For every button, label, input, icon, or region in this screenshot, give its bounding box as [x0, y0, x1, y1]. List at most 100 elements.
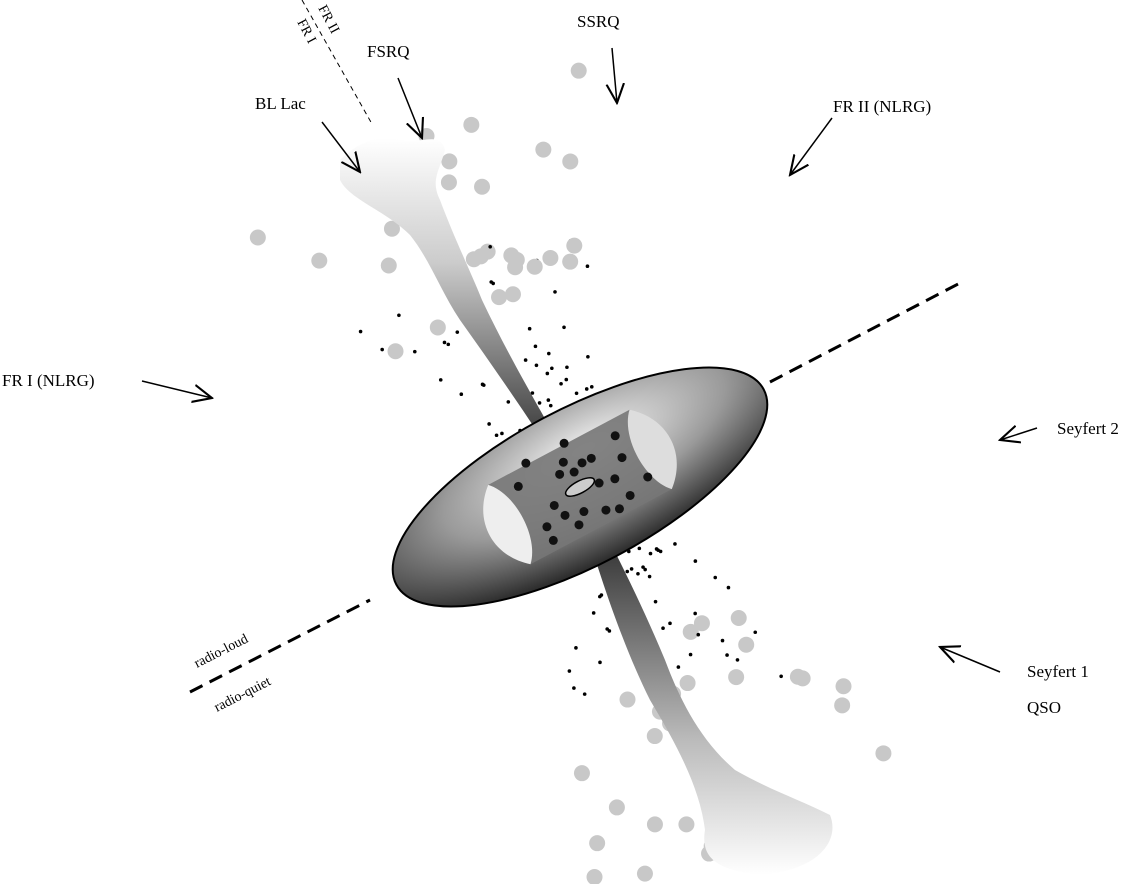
cloud-dot: [455, 330, 460, 334]
radio-divider-line-upper: [769, 281, 961, 384]
narrow-line-cloud: [542, 249, 559, 266]
cloud-dot: [459, 392, 464, 397]
label-fr2: FR II: [314, 3, 341, 37]
narrow-line-cloud: [440, 174, 457, 191]
cloud-dot: [643, 567, 647, 572]
broad-line-cloud: [555, 469, 565, 479]
narrow-line-cloud: [682, 623, 699, 640]
broad-line-cloud: [610, 431, 620, 441]
narrow-line-cloud: [387, 343, 404, 360]
narrow-line-cloud: [646, 816, 663, 833]
cloud-dot: [442, 340, 447, 345]
cloud-dot: [629, 567, 634, 571]
narrow-line-cloud: [835, 678, 852, 695]
narrow-line-cloud: [730, 609, 747, 626]
cloud-dot: [725, 653, 729, 657]
label-bl-lac: BL Lac: [255, 94, 306, 113]
broad-line-cloud: [574, 520, 584, 530]
narrow-line-cloud: [465, 251, 482, 268]
narrow-line-cloud: [728, 669, 745, 686]
cloud-dot: [599, 593, 604, 597]
cloud-dot: [488, 244, 492, 249]
narrow-line-cloud: [875, 745, 892, 762]
jet-top: [340, 138, 582, 492]
cloud-dot: [546, 398, 551, 402]
narrow-line-cloud: [383, 220, 400, 237]
broad-line-cloud: [569, 467, 579, 477]
cloud-dot: [533, 344, 538, 349]
narrow-line-cloud: [566, 237, 583, 254]
cloud-dot: [582, 692, 587, 696]
narrow-line-cloud: [429, 319, 446, 336]
cloud-dot: [412, 349, 417, 354]
label-radio-loud: radio-loud: [192, 632, 251, 672]
narrow-line-cloud: [693, 615, 710, 632]
arrow-fr1-nlrg: [141, 380, 212, 398]
cloud-dot: [380, 347, 384, 352]
cloud-dot: [548, 403, 553, 408]
cloud-dot: [589, 385, 594, 389]
cloud-dot: [636, 572, 640, 576]
cloud-dot: [550, 366, 554, 371]
narrow-line-cloud: [507, 259, 524, 276]
cloud-dot: [530, 391, 535, 395]
narrow-line-cloud: [573, 765, 590, 782]
label-radio-quiet: radio-quiet: [212, 674, 274, 715]
cloud-dot: [598, 660, 602, 665]
cloud-dot: [565, 365, 569, 370]
cloud-dot: [534, 363, 539, 368]
narrow-line-cloud: [504, 286, 521, 303]
cloud-dot: [537, 401, 542, 405]
cloud-dot: [586, 354, 590, 359]
cloud-dot: [647, 574, 652, 579]
arrow-seyfert1: [940, 647, 1001, 673]
cloud-dot: [641, 565, 645, 569]
cloud-dot: [527, 326, 532, 331]
cloud-dot: [753, 630, 758, 635]
cloud-dot: [661, 626, 665, 630]
narrow-line-cloud: [380, 257, 397, 274]
cloud-dot: [489, 280, 494, 284]
broad-line-cloud: [625, 490, 635, 500]
cloud-dot: [574, 646, 578, 650]
broad-line-cloud: [643, 472, 653, 482]
narrow-line-cloud: [678, 816, 695, 833]
cloud-dot: [653, 599, 658, 604]
cloud-field: [249, 62, 892, 884]
narrow-line-cloud: [463, 116, 480, 133]
narrow-line-cloud: [794, 670, 811, 687]
cloud-dot: [494, 433, 499, 438]
cloud-dot: [562, 325, 566, 330]
narrow-line-cloud: [535, 141, 552, 158]
narrow-line-cloud: [441, 153, 458, 170]
cloud-dot: [735, 658, 740, 662]
narrow-line-cloud: [474, 178, 491, 195]
broad-line-cloud: [579, 507, 589, 517]
cloud-dot: [658, 549, 663, 554]
label-fr1: FR I: [293, 17, 318, 47]
cloud-dot: [668, 621, 672, 626]
broad-line-cloud: [558, 457, 568, 467]
cloud-dot: [676, 665, 681, 669]
label-seyfert1: Seyfert 1: [1027, 662, 1089, 681]
narrow-line-cloud: [608, 799, 625, 816]
cloud-dot: [500, 431, 504, 436]
broad-line-cloud: [559, 438, 569, 448]
cloud-dot: [648, 551, 653, 556]
cloud-dot: [591, 611, 596, 615]
broad-line-cloud: [610, 474, 620, 484]
broad-line-cloud: [542, 522, 552, 532]
cloud-dot: [625, 569, 630, 574]
label-ssrq: SSRQ: [577, 12, 620, 31]
narrow-line-cloud: [738, 636, 755, 653]
fr-divider-line: [301, 0, 373, 125]
broad-line-cloud: [586, 453, 596, 463]
arrow-fsrq: [397, 77, 422, 138]
cloud-dot: [607, 629, 612, 633]
narrow-line-cloud: [636, 865, 653, 882]
label-fsrq: FSRQ: [367, 42, 410, 61]
narrow-line-cloud: [491, 289, 508, 306]
broad-line-cloud: [601, 505, 611, 515]
